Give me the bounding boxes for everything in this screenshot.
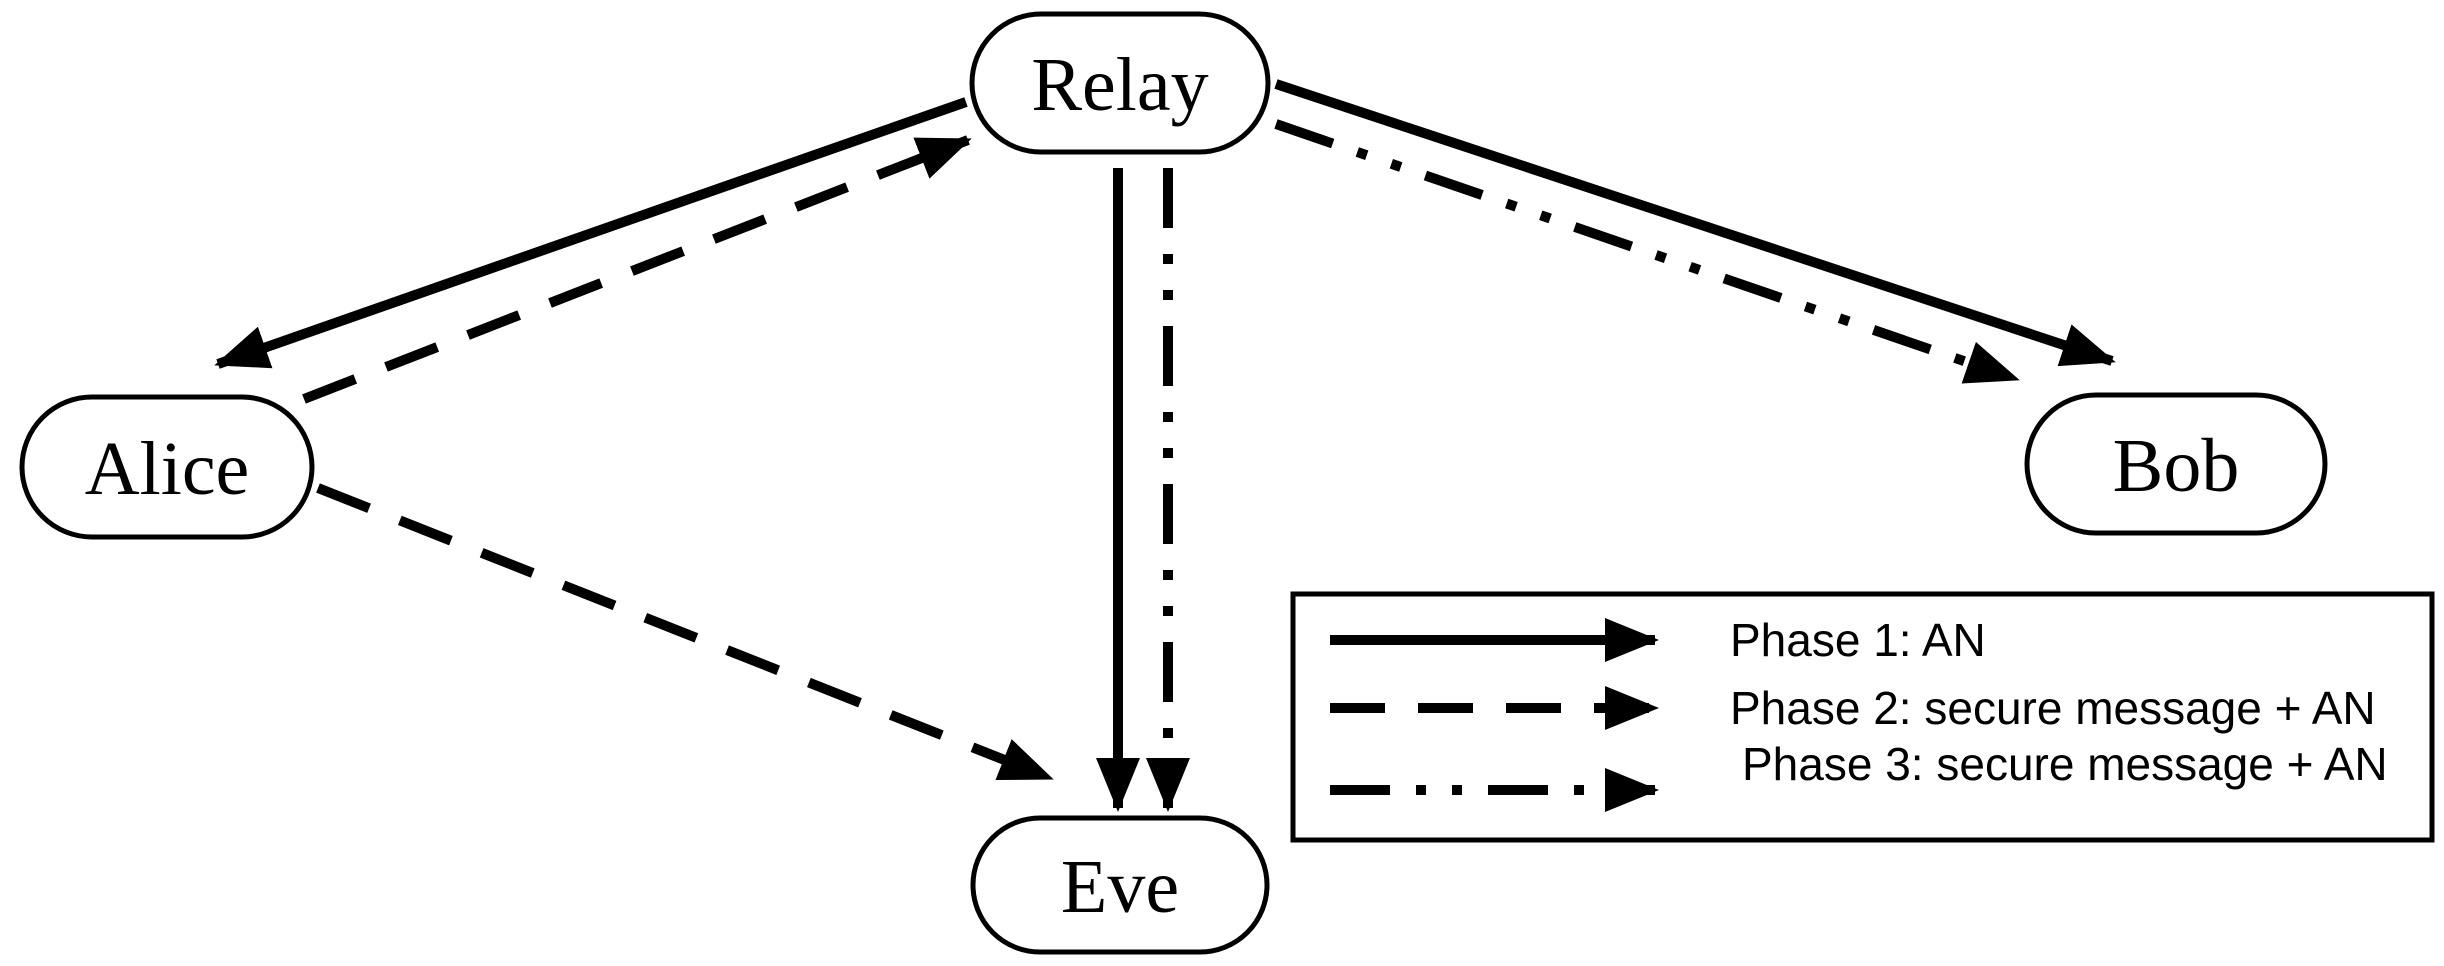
edge-alice-to-eve-phase2	[316, 483, 1054, 783]
legend-label-phase3: Phase 3: secure message + AN	[1742, 738, 2388, 790]
node-relay: Relay	[969, 11, 1271, 155]
node-alice: Alice	[19, 394, 315, 540]
node-alice-label: Alice	[85, 427, 250, 511]
node-bob-label: Bob	[2113, 424, 2240, 508]
edge-relay-to-bob-phase3	[1274, 119, 2020, 384]
node-eve-shape	[970, 815, 1270, 955]
node-alice-shape	[19, 394, 315, 540]
node-relay-shape	[969, 11, 1271, 155]
node-eve-label: Eve	[1061, 845, 1179, 929]
edge-relay-to-alice-phase1	[214, 97, 968, 369]
legend-label-phase2: Phase 2: secure message + AN	[1730, 682, 2376, 734]
legend: Phase 1: AN Phase 2: secure message + AN…	[1290, 591, 2435, 843]
node-bob-shape	[2024, 392, 2328, 536]
node-eve: Eve	[970, 815, 1270, 955]
node-relay-label: Relay	[1031, 43, 1208, 127]
edge-relay-to-bob-phase1	[1274, 79, 2116, 367]
node-bob: Bob	[2024, 392, 2328, 536]
edges	[214, 79, 2116, 812]
edge-alice-to-relay-phase2	[302, 135, 972, 404]
legend-label-phase1: Phase 1: AN	[1730, 614, 1986, 666]
